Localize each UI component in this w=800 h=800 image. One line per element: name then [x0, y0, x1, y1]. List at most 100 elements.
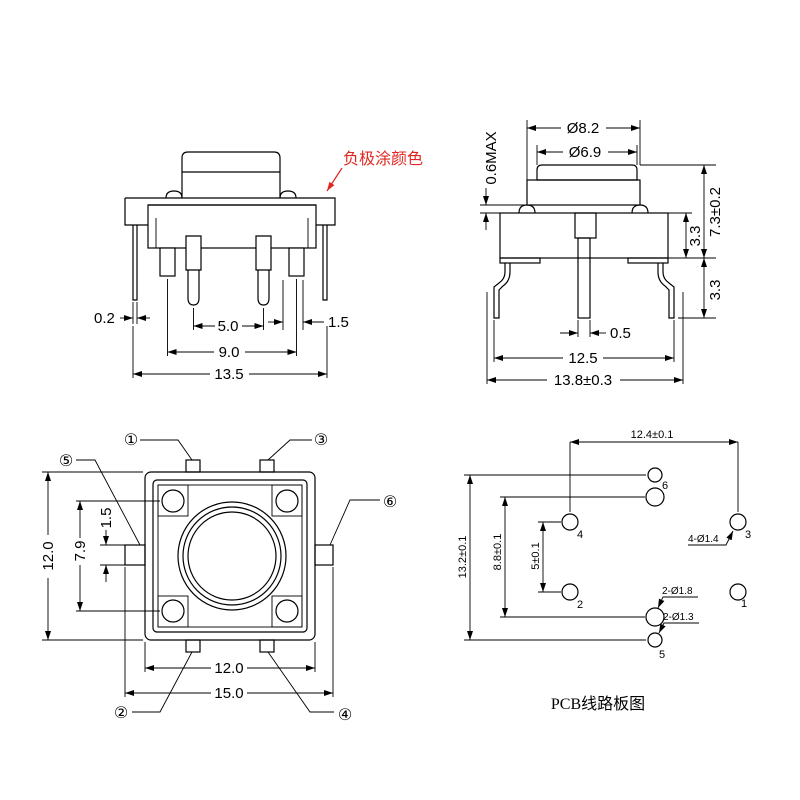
- pin-leader-5: [76, 459, 141, 546]
- dim-label-dia-8-2: Ø8.2: [567, 120, 600, 137]
- ext-lines-diameters: [526, 120, 641, 180]
- ext-lines-13-8: [486, 292, 684, 384]
- pcb-label-3: 3: [745, 529, 751, 541]
- actuator-ring-outer: [177, 501, 287, 611]
- dim-label-7-9: 7.9: [72, 541, 89, 562]
- dim-label-5: 5±0.1: [530, 542, 542, 569]
- pin-stub-4: [259, 639, 275, 653]
- terminal-pin-right: [255, 235, 272, 306]
- pcb-hole-4: [561, 513, 579, 531]
- dim-label-13-8: 13.8±0.3: [554, 372, 612, 389]
- dim-label-9-0: 9.0: [219, 344, 240, 361]
- terminal-pin-left: [185, 235, 202, 306]
- dim-label-5-0: 5.0: [218, 318, 239, 335]
- dome-right: [279, 190, 297, 199]
- pcb-label-1: 1: [741, 598, 747, 610]
- body-outline-cover: [157, 484, 303, 628]
- dim-label-13-5: 13.5: [214, 366, 243, 383]
- ext-lines-heights: [640, 164, 716, 319]
- pin-stub-2: [185, 639, 201, 653]
- side-tab-5: [124, 544, 146, 566]
- hole-note-2-dia-1-3-leader: [658, 622, 699, 634]
- dim-label-1-5: 1.5: [328, 314, 349, 331]
- actuator-ring-middle: [182, 506, 282, 606]
- dim-label-1-5: 1.5: [98, 508, 115, 529]
- pcb-caption: PCB线路板图: [551, 695, 645, 713]
- ext-lines-13-5: [132, 326, 328, 378]
- body-inner-lines: [155, 218, 309, 248]
- cover-plate: [124, 197, 336, 226]
- ext-lines-12-0-v: [42, 471, 143, 641]
- button-cap-base: [526, 179, 641, 206]
- pin-leader-2: [132, 651, 193, 713]
- dim-label-dia-6-9: Ø6.9: [569, 144, 602, 161]
- dim-label-12-5: 12.5: [568, 350, 597, 367]
- pin-leader-4: [267, 651, 334, 713]
- pin-callout-1: ①: [124, 430, 138, 449]
- dim-label-0-2: 0.2: [94, 310, 115, 327]
- post-circle-bottom-left: [161, 599, 185, 623]
- dim-label-0-6max: 0.6MAX: [483, 131, 500, 184]
- note-leader-arrow: [326, 167, 343, 192]
- ext-lines-0-2: [132, 302, 138, 324]
- pin-leader-6: [329, 499, 380, 546]
- dim-label-3-3-upper: 3.3: [687, 226, 704, 247]
- dome-left: [518, 204, 536, 214]
- ext-lines-0-5: [577, 320, 591, 337]
- dim-label-12-0-h: 12.0: [214, 660, 243, 677]
- ext-lines-1-5: [100, 544, 125, 566]
- cover-leg-left: [132, 225, 138, 301]
- side-tab-6: [314, 544, 334, 566]
- pin-callout-5: ⑤: [59, 451, 73, 470]
- center-pin: [577, 237, 591, 319]
- bent-leg-right: [657, 263, 675, 319]
- pin-leader-3: [267, 439, 312, 461]
- hole-note-2-dia-1-8-leader: [657, 596, 698, 609]
- pocket-bottom-left: [157, 595, 189, 628]
- ext-lines-1-5: [282, 280, 304, 330]
- dim-label-13-2: 13.2±0.1: [457, 536, 469, 579]
- post-circle-top-right: [275, 489, 299, 513]
- button-cap-top: [536, 164, 638, 181]
- body-foot-right: [627, 257, 669, 264]
- pin-base-right: [288, 247, 305, 277]
- center-post: [574, 212, 597, 239]
- dim-label-3-3-lower: 3.3: [707, 280, 724, 301]
- ext-lines-12-4: [569, 442, 739, 512]
- dim-label-7-3: 7.3±0.2: [707, 187, 724, 237]
- dome-left: [165, 190, 183, 199]
- top-view: ① ③ ⑤ ⑥ ② ④ 12.0 7.9 1.5 12.0: [40, 430, 397, 724]
- hole-note-4-dia-1-4: 4-Ø1.4: [688, 534, 719, 545]
- body-outline-outer: [144, 471, 316, 641]
- pcb-label-6: 6: [662, 480, 668, 492]
- pcb-hole-5-large: [645, 607, 665, 627]
- ext-lines-8-8: [500, 496, 645, 618]
- pcb-hole-6-small: [647, 467, 663, 483]
- pcb-label-4: 4: [577, 529, 583, 541]
- post-circle-bottom-right: [275, 599, 299, 623]
- button-stem: [181, 172, 281, 198]
- switch-body: [499, 212, 669, 259]
- bent-leg-left: [493, 263, 511, 319]
- dim-label-15-0: 15.0: [214, 685, 243, 702]
- pocket-bottom-right: [271, 595, 303, 628]
- cover-leg-right: [322, 225, 328, 301]
- pin-leader-1: [140, 439, 193, 461]
- button-cap: [181, 151, 281, 173]
- body-foot-left: [499, 257, 541, 264]
- post-circle-top-left: [161, 489, 185, 513]
- pocket-top-right: [271, 484, 303, 517]
- pin-callout-3: ③: [314, 430, 328, 449]
- ext-lines-9-0: [167, 279, 297, 356]
- hole-note-2-dia-1-3: 2-Ø1.3: [663, 612, 694, 623]
- pin-callout-4: ④: [338, 705, 352, 724]
- ext-lines-15-0: [124, 567, 334, 697]
- pcb-hole-6-large: [645, 487, 665, 507]
- pin-callout-6: ⑥: [383, 492, 397, 511]
- pcb-label-5: 5: [659, 649, 665, 661]
- pin-stub-3: [259, 459, 275, 473]
- note-negative-color: 负极涂颜色: [343, 150, 423, 168]
- actuator-button: [187, 511, 277, 601]
- hole-note-4-leader: [688, 530, 734, 546]
- pin-callout-2: ②: [114, 703, 128, 722]
